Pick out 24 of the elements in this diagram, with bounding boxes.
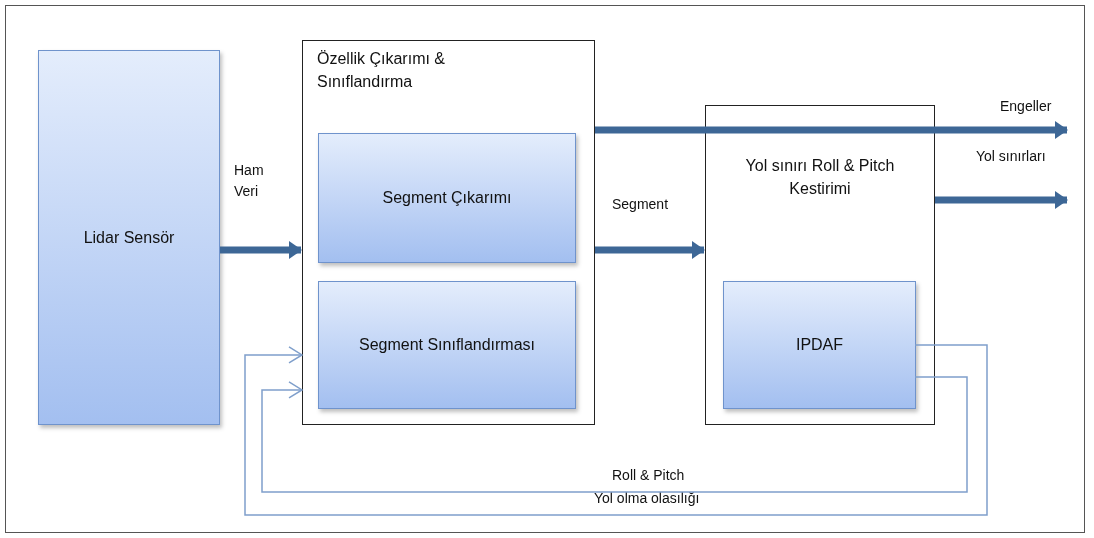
edge-label: Roll & Pitch: [612, 466, 685, 485]
node-label: Lidar Sensör: [82, 227, 176, 248]
edge-label: Engeller: [1000, 97, 1052, 116]
edge-label: Yol sınırları: [976, 147, 1046, 166]
arrow: [595, 241, 705, 259]
arrow: [244, 344, 988, 516]
edge-label: Yol olma olasılığı: [594, 489, 700, 508]
arrow: [220, 241, 302, 259]
group-box: [705, 105, 935, 425]
process-box: [318, 133, 576, 263]
arrow: [935, 191, 1068, 209]
arrow: [261, 376, 968, 493]
edge-label: Ham Veri: [234, 161, 265, 201]
node-label: Segment Sınıflandırması: [357, 335, 537, 356]
node-label: IPDAF: [794, 335, 845, 356]
node-label: Segment Çıkarımı: [381, 188, 513, 209]
node-label: Yol sınırı Roll & Pitch Kestirimi: [744, 156, 896, 200]
process-box: [38, 50, 220, 425]
process-box: [723, 281, 916, 409]
node-label: Özellik Çıkarımı & Sınıflandırma: [317, 49, 446, 93]
edge-label: Segment: [612, 195, 669, 214]
arrow: [595, 121, 1068, 139]
process-box: [318, 281, 576, 409]
group-box: [302, 40, 595, 425]
